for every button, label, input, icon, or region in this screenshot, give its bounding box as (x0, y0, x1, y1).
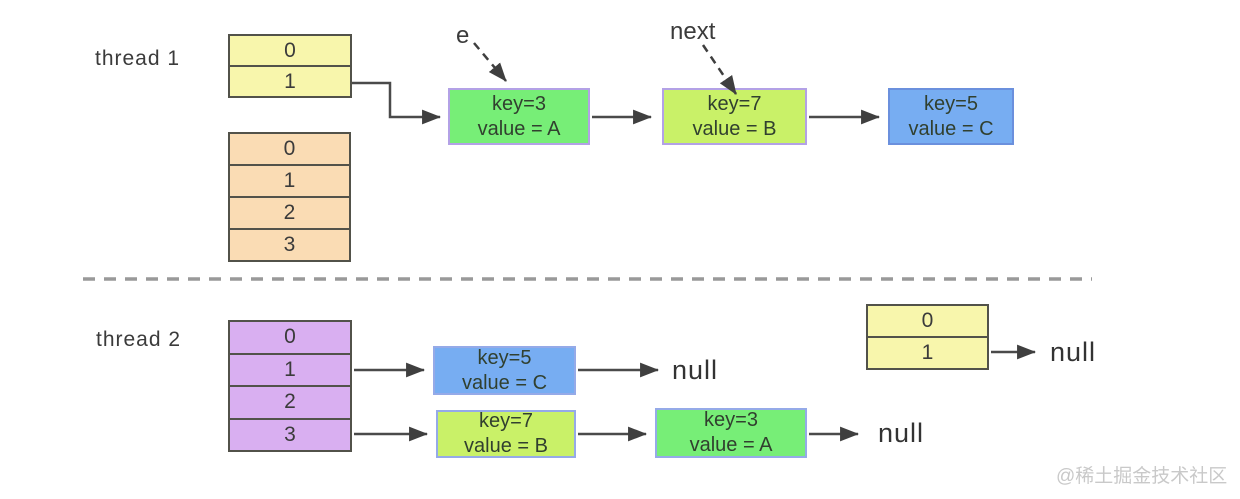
aux-cell-0: 0 (283, 137, 296, 160)
bucket-cell-3: 3 (230, 417, 350, 451)
bucket-cell-2: 2 (230, 385, 350, 418)
thread2-bucket-table: 0 1 2 3 (228, 320, 352, 452)
side-cell-0: 0 (921, 309, 934, 332)
null-label-row1: null (672, 355, 719, 385)
thread2-node-key5: key=5 value = C (433, 346, 576, 395)
thread2-side-table: 0 1 (866, 304, 989, 370)
thread1-node-key5: key=5 value = C (888, 88, 1014, 145)
pointer-e-label: e (456, 22, 470, 49)
node-key: key=5 (477, 346, 532, 369)
node-key: key=3 (704, 409, 758, 431)
side-cell-1: 1 (868, 336, 987, 368)
aux-cell-1: 1 (230, 164, 349, 196)
node-key: key=7 (707, 92, 762, 115)
thread1-label: thread 1 (95, 47, 181, 70)
node-value: value = A (477, 117, 561, 140)
bucket-cell-0: 0 (284, 325, 296, 349)
thread1-bucket-table: 0 1 (228, 34, 352, 98)
node-key: key=7 (479, 410, 533, 432)
aux-cell-2: 2 (230, 196, 349, 228)
thread1-node-key7: key=7 value = B (662, 88, 807, 145)
bucket-cell-1: 1 (230, 352, 350, 386)
node-key: key=3 (492, 92, 546, 115)
thread2-label: thread 2 (96, 328, 182, 351)
arrow-thread1-bucket-to-key3 (352, 81, 442, 125)
node-value: value = B (464, 435, 548, 457)
node-value: value = C (908, 117, 994, 140)
node-value: value = C (461, 371, 548, 394)
node-value: value = B (692, 117, 777, 140)
bucket-cell-1: 1 (230, 65, 350, 96)
thread1-aux-table: 0 1 2 3 (228, 132, 351, 262)
watermark: @稀土掘金技术社区 (1056, 466, 1228, 487)
thread2-node-key3: key=3 value = A (655, 408, 807, 458)
null-label-row2: null (878, 418, 925, 448)
thread1-node-key3: key=3 value = A (448, 88, 590, 145)
node-value: value = A (689, 434, 773, 456)
arrow-pointer-e-dashed (473, 42, 507, 82)
node-key: key=5 (924, 92, 978, 115)
aux-cell-3: 3 (230, 228, 349, 260)
arrow-pointer-next-dashed (701, 44, 738, 95)
null-label-side: null (1050, 337, 1097, 367)
bucket-cell-0: 0 (284, 38, 296, 62)
pointer-next-label: next (670, 18, 716, 45)
thread2-node-key7: key=7 value = B (436, 410, 576, 458)
